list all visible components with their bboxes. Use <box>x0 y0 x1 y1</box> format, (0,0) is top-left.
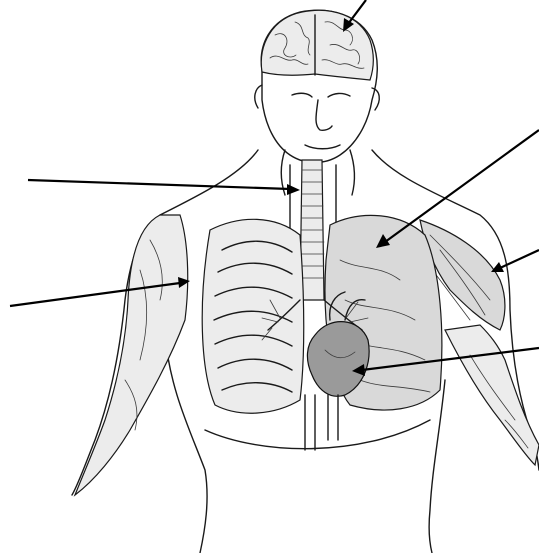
pointer-arm-muscle <box>491 250 539 272</box>
pointer-lung <box>376 130 539 248</box>
pointer-trachea <box>28 180 300 195</box>
descending-vessels <box>305 395 338 450</box>
right-arm <box>75 215 188 495</box>
rib-cage-left <box>202 219 304 413</box>
